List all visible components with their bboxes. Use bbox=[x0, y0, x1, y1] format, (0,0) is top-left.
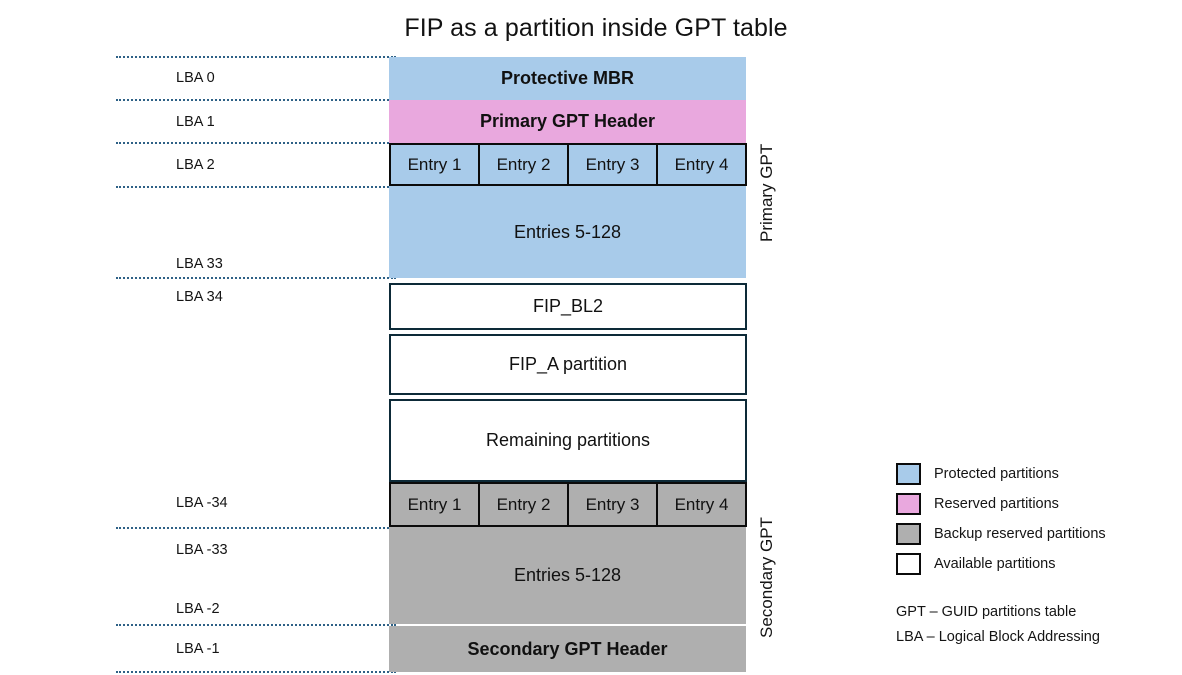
legend-item-label: Available partitions bbox=[934, 556, 1056, 572]
fip-a-partition: FIP_A partition bbox=[389, 334, 747, 395]
legend-item-label: Backup reserved partitions bbox=[934, 526, 1106, 542]
gpt-entry-cell: Entry 1 bbox=[391, 484, 480, 525]
lba-label: LBA 34 bbox=[176, 289, 223, 305]
remaining-partitions: Remaining partitions bbox=[389, 399, 747, 482]
guide-line bbox=[116, 99, 396, 101]
legend-swatch-backup-reserved bbox=[896, 523, 921, 545]
remaining-partitions-label: Remaining partitions bbox=[485, 430, 651, 450]
page-title: FIP as a partition inside GPT table bbox=[404, 14, 788, 42]
gpt-entry-cell: Entry 2 bbox=[480, 484, 569, 525]
guide-line bbox=[116, 671, 396, 673]
gpt-entry-cell: Entry 4 bbox=[658, 484, 745, 525]
secondary-entries-5-128-label: Entries 5-128 bbox=[513, 565, 622, 585]
legend-item: Reserved partitions bbox=[896, 489, 1166, 519]
primary-gpt-group-label: Primary GPT bbox=[757, 143, 776, 242]
primary-entries-5-128: Entries 5-128 bbox=[389, 186, 746, 278]
gpt-entry-cell: Entry 3 bbox=[569, 484, 658, 525]
lba-label: LBA 33 bbox=[176, 256, 223, 272]
abbreviation-line: LBA – Logical Block Addressing bbox=[896, 629, 1100, 645]
lba-label: LBA -34 bbox=[176, 495, 228, 511]
guide-line bbox=[116, 277, 396, 279]
legend-swatch-available bbox=[896, 553, 921, 575]
guide-line bbox=[116, 56, 396, 58]
legend-item: Available partitions bbox=[896, 549, 1166, 579]
gpt-entry-cell: Entry 4 bbox=[658, 145, 745, 184]
legend-item: Backup reserved partitions bbox=[896, 519, 1166, 549]
primary-entries-5-128-label: Entries 5-128 bbox=[513, 221, 622, 242]
fip-bl2-label: FIP_BL2 bbox=[532, 296, 604, 316]
lba-label: LBA -1 bbox=[176, 641, 220, 657]
legend-item-label: Reserved partitions bbox=[934, 496, 1059, 512]
legend-swatch-reserved bbox=[896, 493, 921, 515]
primary-gpt-header: Primary GPT Header bbox=[389, 100, 746, 143]
lba-label: LBA -33 bbox=[176, 542, 228, 558]
abbreviation-line: GPT – GUID partitions table bbox=[896, 604, 1077, 620]
fip-bl2: FIP_BL2 bbox=[389, 283, 747, 330]
legend-swatch-protected bbox=[896, 463, 921, 485]
guide-line bbox=[116, 624, 396, 626]
guide-line bbox=[116, 186, 396, 188]
secondary-gpt-header-label: Secondary GPT Header bbox=[467, 638, 668, 659]
lba-label: LBA 1 bbox=[176, 114, 215, 130]
gpt-entry-cell: Entry 1 bbox=[391, 145, 480, 184]
secondary-entries-5-128: Entries 5-128 bbox=[389, 527, 746, 624]
protective-mbr: Protective MBR bbox=[389, 57, 746, 100]
lba-label: LBA 0 bbox=[176, 70, 215, 86]
lba-label: LBA 2 bbox=[176, 157, 215, 173]
guide-line bbox=[116, 527, 396, 529]
gpt-entry-cell: Entry 2 bbox=[480, 145, 569, 184]
primary-gpt-header-label: Primary GPT Header bbox=[479, 111, 656, 131]
gpt-entry-cell: Entry 3 bbox=[569, 145, 658, 184]
legend-item: Protected partitions bbox=[896, 459, 1166, 489]
lba-label: LBA -2 bbox=[176, 601, 220, 617]
secondary-gpt-header: Secondary GPT Header bbox=[389, 626, 746, 672]
secondary-gpt-group-label: Secondary GPT bbox=[757, 517, 776, 638]
fip-a-partition-label: FIP_A partition bbox=[508, 354, 628, 374]
legend-item-label: Protected partitions bbox=[934, 466, 1059, 482]
guide-line bbox=[116, 142, 396, 144]
protective-mbr-label: Protective MBR bbox=[500, 68, 635, 88]
